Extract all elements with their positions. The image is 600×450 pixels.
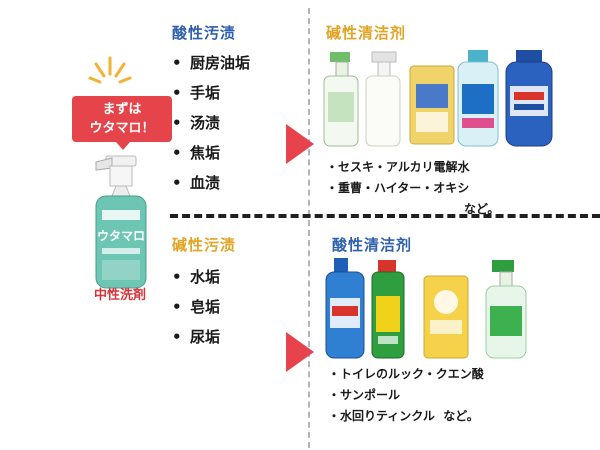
- alkaline-cleaners-heading: 碱性清洁剂: [326, 24, 407, 42]
- list-item: •厨房油垢: [172, 54, 251, 72]
- badge-line-2: ウタマロ！: [89, 121, 155, 136]
- list-item: ・重曹・ハイター・オキシ: [326, 181, 470, 195]
- list-item: •手垢: [172, 84, 221, 102]
- recommend-badge: まずは ウタマロ！: [72, 96, 172, 150]
- neutral-detergent-label: 中性洗剤: [93, 288, 146, 303]
- acid-cleaner-products-image: [325, 258, 527, 359]
- list-item: •尿垢: [172, 328, 221, 346]
- vertical-divider: [308, 8, 310, 448]
- badge-line-1: まずは: [102, 102, 142, 117]
- list-item: など。: [326, 199, 499, 220]
- acid-stains-list: •厨房油垢 •手垢 •汤渍 •焦垢 •血渍: [172, 48, 250, 198]
- trailing-text: など。: [443, 409, 479, 423]
- list-item: ・水回りティンクル など。: [328, 409, 479, 423]
- acid-cleaners-heading: 酸性清洁剂: [332, 236, 413, 254]
- list-item: ・セスキ・アルカリ電解水: [326, 160, 470, 174]
- acid-cleaners-list: ・トイレのルック・クエン酸 ・サンポール ・水回りティンクル など。: [328, 364, 484, 427]
- pointer-arrow-icon: [286, 124, 314, 164]
- list-item: •焦垢: [172, 144, 221, 162]
- alkaline-stains-heading: 碱性污渍: [172, 236, 237, 254]
- list-item: •汤渍: [172, 114, 221, 132]
- list-item: ・トイレのルック・クエン酸: [328, 367, 484, 381]
- list-item: •皂垢: [172, 298, 221, 316]
- highlight-burst-icon: [88, 56, 132, 84]
- list-item: •水垢: [172, 268, 221, 286]
- list-item: •血渍: [172, 174, 221, 192]
- alkaline-stains-list: •水垢 •皂垢 •尿垢: [172, 262, 220, 352]
- list-item: ・サンポール: [328, 388, 401, 402]
- utamaro-spray-bottle-icon: ウタマロ: [95, 155, 147, 289]
- acid-stains-heading: 酸性汚渍: [172, 24, 237, 42]
- trailing-text: など。: [464, 202, 500, 216]
- alkaline-cleaner-products-image: [323, 50, 553, 147]
- svg-text:ウタマロ: ウタマロ: [97, 229, 145, 243]
- alkaline-cleaners-list: ・セスキ・アルカリ電解水 ・重曹・ハイター・オキシ など。: [326, 157, 499, 220]
- horizontal-divider: [170, 214, 600, 218]
- pointer-arrow-icon: [286, 332, 314, 372]
